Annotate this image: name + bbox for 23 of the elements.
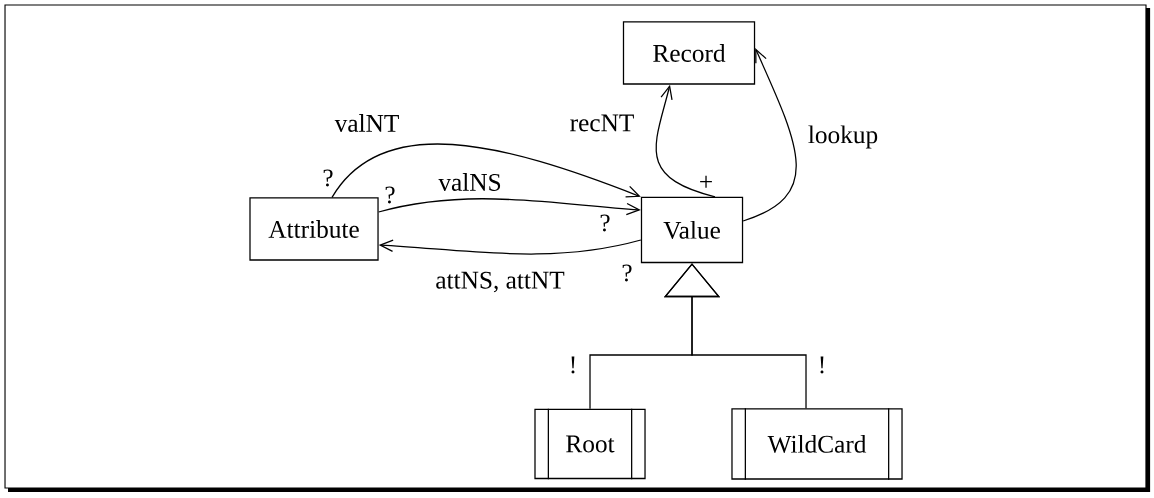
- multiplicity-label: +: [700, 175, 712, 188]
- entity-box: Root: [534, 408, 646, 480]
- arrow: [378, 198, 641, 216]
- entity-box: Attribute: [249, 197, 379, 261]
- multiplicity-label: !: [820, 356, 824, 374]
- edge-label: lookup: [806, 124, 880, 150]
- edge-label: attNS, attNT: [433, 270, 567, 294]
- arrow: [331, 143, 641, 198]
- multiplicity-label: !: [571, 356, 575, 374]
- entity-box: WildCard: [731, 407, 903, 481]
- edge-label: valNS: [436, 171, 504, 193]
- multiplicity-label: ?: [600, 214, 610, 232]
- entity-box: Value: [640, 196, 744, 264]
- arrow: [742, 48, 797, 222]
- multiplicity-label: ?: [385, 186, 395, 204]
- entity-box: Record: [622, 21, 756, 85]
- edge-label: valNT: [333, 112, 401, 134]
- edge-label: recNT: [568, 113, 636, 133]
- multiplicity-label: ?: [622, 264, 632, 282]
- arrow: [655, 84, 716, 198]
- multiplicity-label: ?: [323, 169, 333, 187]
- arrow: [378, 239, 642, 255]
- generalization-arrow: [663, 263, 807, 409]
